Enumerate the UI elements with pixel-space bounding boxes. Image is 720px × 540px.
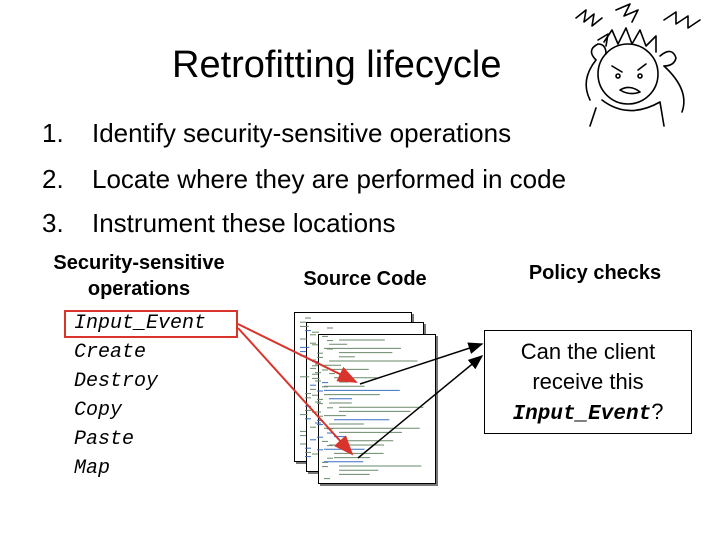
policy-line1: Can the client [520, 339, 656, 364]
operations-header: Security-sensitive operations [26, 250, 252, 302]
step-number: 1. [42, 118, 64, 148]
operation-item: Input_Event [74, 312, 207, 335]
step-text: Instrument these locations [92, 208, 396, 238]
policy-suffix: ? [651, 399, 664, 424]
operation-item: Map [74, 457, 111, 480]
step-item: 3. Instrument these locations [42, 208, 396, 239]
source-code-header: Source Code [303, 268, 427, 290]
operation-item: Create [74, 341, 147, 364]
highlighted-operation-box [64, 310, 238, 338]
slide-title: Retrofitting lifecycle [172, 44, 502, 86]
operations-header-line2: operations [87, 278, 191, 300]
policy-line2: receive this [532, 369, 644, 394]
policy-check-box: Can the client receive this Input_Event? [484, 330, 692, 434]
step-number: 3. [42, 208, 64, 238]
operations-header-line1: Security-sensitive [53, 252, 225, 274]
operation-item: Paste [74, 428, 135, 451]
source-code-page [318, 334, 436, 484]
step-item: 1. Identify security-sensitive operations [42, 118, 511, 149]
operation-item: Destroy [74, 370, 159, 393]
policy-code: Input_Event [512, 403, 652, 426]
step-text: Identify security-sensitive operations [92, 118, 512, 148]
step-item: 2. Locate where they are performed in cod… [42, 164, 566, 195]
policy-checks-header: Policy checks [528, 262, 662, 284]
operation-item: Copy [74, 399, 123, 422]
step-text: Locate where they are performed in code [92, 164, 567, 194]
step-number: 2. [42, 164, 64, 194]
